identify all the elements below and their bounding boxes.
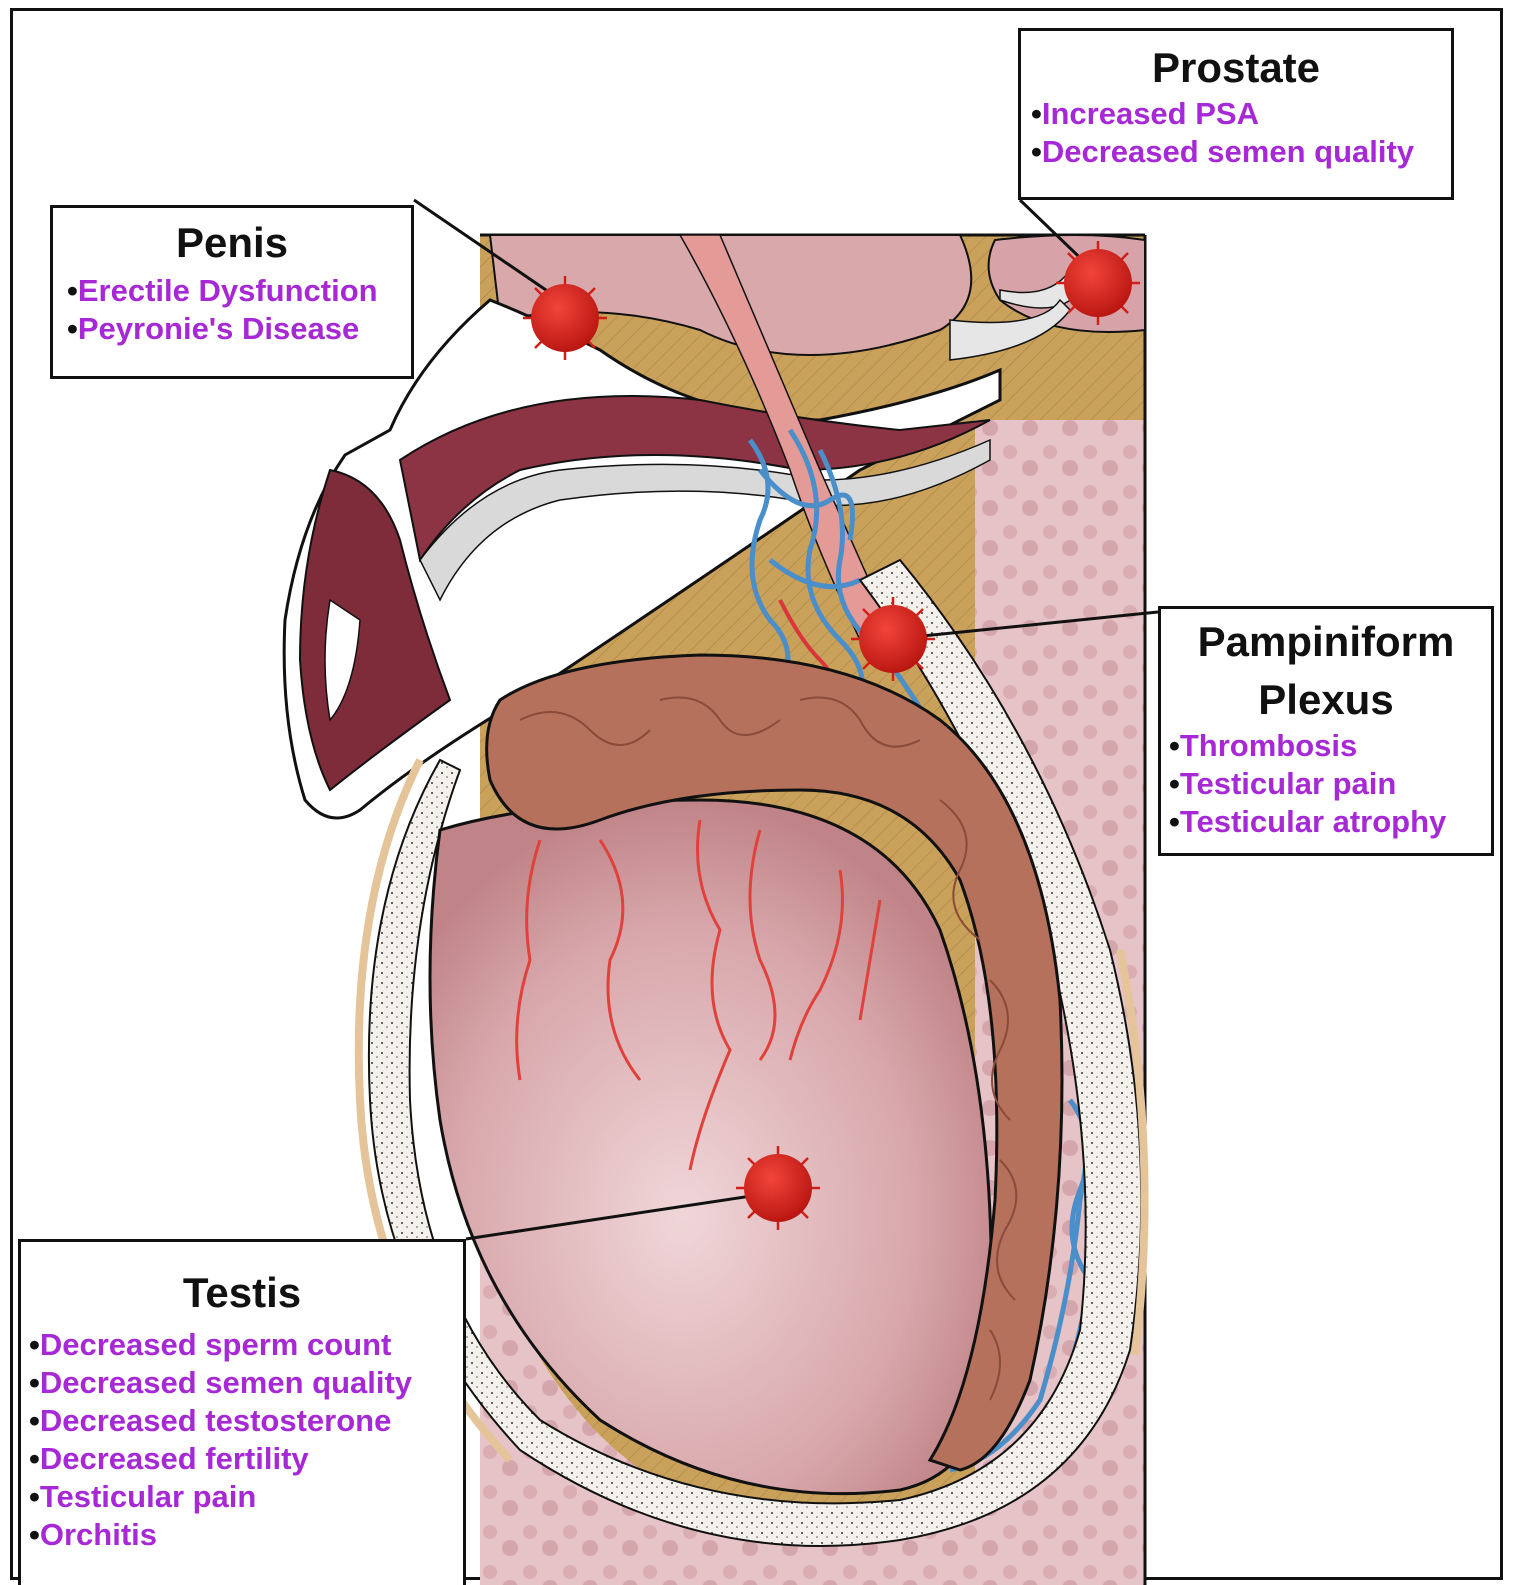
penis-effects-list: Erectile Dysfunction Peyronie's Disease bbox=[67, 272, 411, 348]
virus-icon bbox=[851, 597, 935, 681]
testis-effects-list: Decreased sperm count Decreased semen qu… bbox=[29, 1326, 463, 1554]
list-item: Testicular pain bbox=[29, 1478, 463, 1516]
plexus-effects-list: Thrombosis Testicular pain Testicular at… bbox=[1169, 727, 1491, 841]
list-item: Decreased sperm count bbox=[29, 1326, 463, 1364]
testis-label-box: Testis Decreased sperm count Decreased s… bbox=[18, 1239, 466, 1585]
list-item: Orchitis bbox=[29, 1516, 463, 1554]
virus-icon bbox=[1056, 241, 1140, 325]
list-item: Decreased fertility bbox=[29, 1440, 463, 1478]
penis-title: Penis bbox=[53, 218, 411, 268]
prostate-label-box: Prostate Increased PSA Decreased semen q… bbox=[1018, 28, 1454, 200]
prostate-effects-list: Increased PSA Decreased semen quality bbox=[1031, 95, 1451, 171]
list-item: Decreased semen quality bbox=[29, 1364, 463, 1402]
virus-icon bbox=[523, 276, 607, 360]
testis-title: Testis bbox=[21, 1268, 463, 1318]
list-item: Decreased semen quality bbox=[1031, 133, 1451, 171]
list-item: Peyronie's Disease bbox=[67, 310, 411, 348]
prostate-title: Prostate bbox=[1021, 43, 1451, 93]
list-item: Erectile Dysfunction bbox=[67, 272, 411, 310]
pampiniform-plexus-label-box: Pampiniform Plexus Thrombosis Testicular… bbox=[1158, 606, 1494, 856]
list-item: Increased PSA bbox=[1031, 95, 1451, 133]
plexus-title-line2: Plexus bbox=[1161, 675, 1491, 725]
list-item: Thrombosis bbox=[1169, 727, 1491, 765]
plexus-title-line1: Pampiniform bbox=[1161, 617, 1491, 667]
list-item: Decreased testosterone bbox=[29, 1402, 463, 1440]
list-item: Testicular atrophy bbox=[1169, 803, 1491, 841]
penis-label-box: Penis Erectile Dysfunction Peyronie's Di… bbox=[50, 205, 414, 379]
virus-icon bbox=[736, 1146, 820, 1230]
list-item: Testicular pain bbox=[1169, 765, 1491, 803]
